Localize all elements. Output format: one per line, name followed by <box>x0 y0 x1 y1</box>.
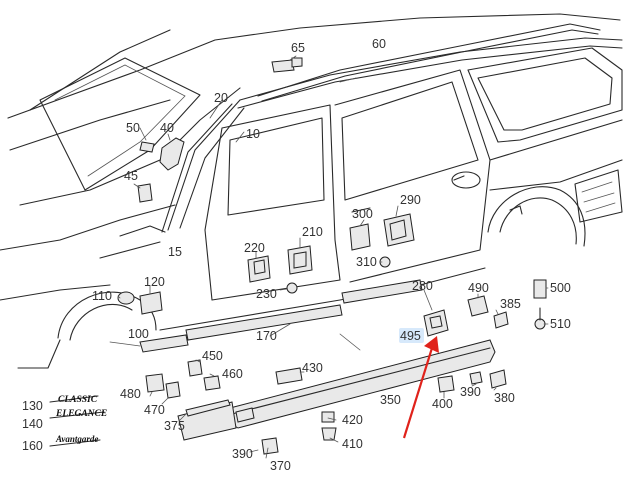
callout-230: 230 <box>256 287 277 301</box>
callout-300: 300 <box>352 207 373 221</box>
callout-110: 110 <box>92 289 112 303</box>
callout-490: 490 <box>468 281 489 295</box>
callout-45: 45 <box>124 169 138 183</box>
callout-60: 60 <box>372 37 386 51</box>
callout-370: 370 <box>270 459 291 473</box>
badge-classic: CLASSIC <box>58 395 98 405</box>
callout-labels: 60 65 20 10 50 40 45 15 120 110 100 220 … <box>22 37 571 473</box>
callout-20: 20 <box>214 91 228 105</box>
callout-450: 450 <box>202 349 223 363</box>
callout-50: 50 <box>126 121 140 135</box>
car-body-outline <box>0 13 623 369</box>
callout-140: 140 <box>22 417 43 431</box>
model-badges: CLASSIC ELEGANCE Avantgarde <box>49 395 107 447</box>
callout-460: 460 <box>222 367 243 381</box>
callout-510: 510 <box>550 317 571 331</box>
callout-430: 430 <box>302 361 323 375</box>
callout-350: 350 <box>380 393 401 407</box>
callout-130: 130 <box>22 399 43 413</box>
leader-lines <box>109 55 549 459</box>
callout-385: 385 <box>500 297 521 311</box>
callout-210: 210 <box>302 225 323 239</box>
callout-400: 400 <box>432 397 453 411</box>
callout-120: 120 <box>144 275 165 289</box>
callout-310: 310 <box>356 255 377 269</box>
callout-500: 500 <box>550 281 571 295</box>
callout-410: 410 <box>342 437 363 451</box>
callout-160: 160 <box>22 439 43 453</box>
callout-40: 40 <box>160 121 174 135</box>
callout-375: 375 <box>164 419 185 433</box>
callout-65: 65 <box>291 41 305 55</box>
parts <box>117 57 547 455</box>
callout-15: 15 <box>168 245 182 259</box>
callout-470: 470 <box>144 403 165 417</box>
callout-170: 170 <box>256 329 277 343</box>
callout-495: 495 <box>400 329 421 343</box>
callout-220: 220 <box>244 241 265 255</box>
callout-10: 10 <box>246 127 260 141</box>
indicator-arrow <box>402 336 439 439</box>
callout-280: 280 <box>412 279 433 293</box>
callout-380: 380 <box>494 391 515 405</box>
callout-420: 420 <box>342 413 363 427</box>
callout-290: 290 <box>400 193 421 207</box>
badge-elegance: ELEGANCE <box>55 409 107 419</box>
badge-avantgarde: Avantgarde <box>55 434 98 444</box>
callout-480: 480 <box>120 387 141 401</box>
callout-390-right: 390 <box>460 385 481 399</box>
callout-390-left: 390 <box>232 447 253 461</box>
callout-100: 100 <box>128 327 149 341</box>
